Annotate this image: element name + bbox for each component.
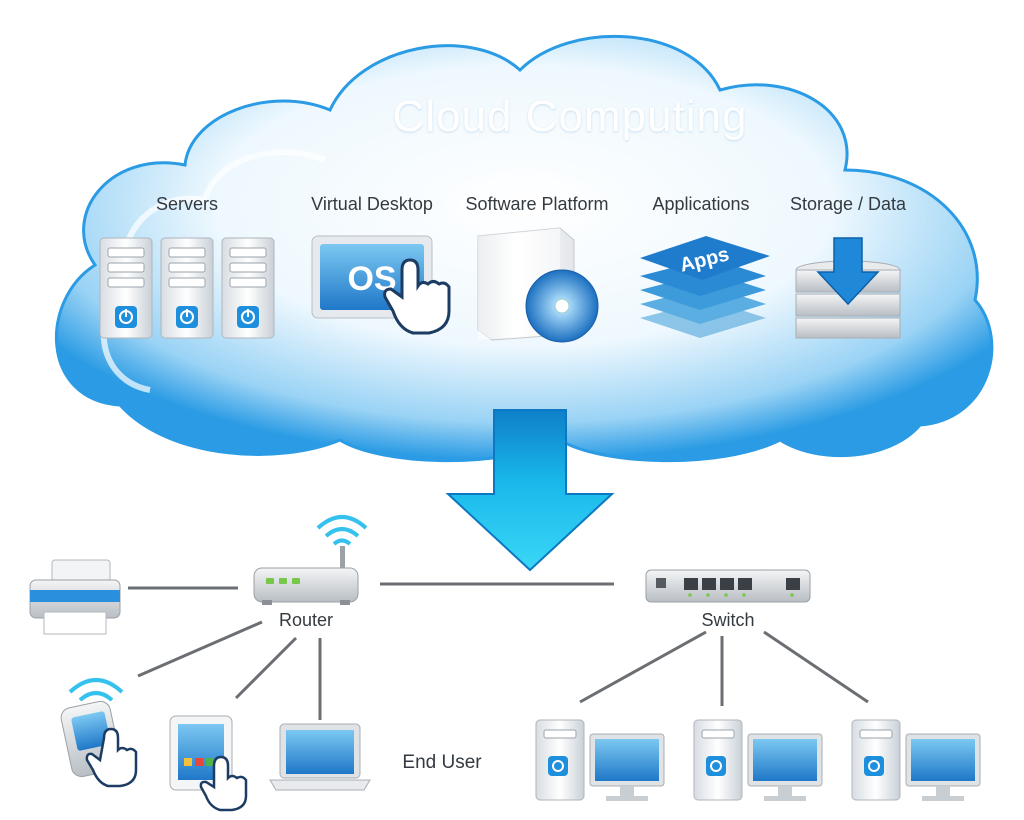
smartphone-icon: [60, 678, 138, 788]
apps-stack-icon: Apps: [640, 236, 770, 338]
router-tablet-link: [234, 636, 298, 700]
router-label: Router: [278, 610, 334, 630]
virtual-desktop-icon: OS: [311, 235, 451, 335]
service-label-virtual-desktop: Virtual Desktop: [311, 194, 433, 214]
tablet-hand-cursor-icon: [199, 755, 248, 812]
desktop-pc-2-icon: [693, 719, 823, 801]
switch-pc1-link: [579, 630, 707, 704]
phone-hand-cursor-icon: [85, 727, 138, 788]
printer-icon: [29, 559, 121, 635]
router-phone-link: [137, 620, 263, 678]
desktop-pc-3-icon: [851, 719, 981, 801]
servers-icon: [99, 237, 275, 339]
service-label-applications: Applications: [652, 194, 750, 214]
desktop-pc-1-icon: [535, 719, 665, 801]
hand-cursor-icon: [383, 258, 451, 335]
cloud-title: Cloud Computing: [392, 92, 748, 141]
cloud-to-network-arrow: [445, 409, 615, 572]
software-box-icon: [477, 227, 599, 343]
service-label-servers: Servers: [155, 194, 219, 214]
service-label-software-platform: Software Platform: [465, 194, 609, 214]
laptop-icon: [269, 723, 371, 791]
tablet-icon: [169, 715, 248, 812]
network-links: [128, 582, 869, 720]
switch-label: Switch: [701, 610, 755, 630]
switch-icon: [645, 569, 811, 603]
service-label-storage-data: Storage / Data: [789, 194, 907, 214]
end-user-label: End User: [402, 752, 482, 773]
switch-pc3-link: [763, 630, 869, 704]
storage-database-icon: [795, 237, 901, 339]
router-icon: [253, 515, 368, 605]
